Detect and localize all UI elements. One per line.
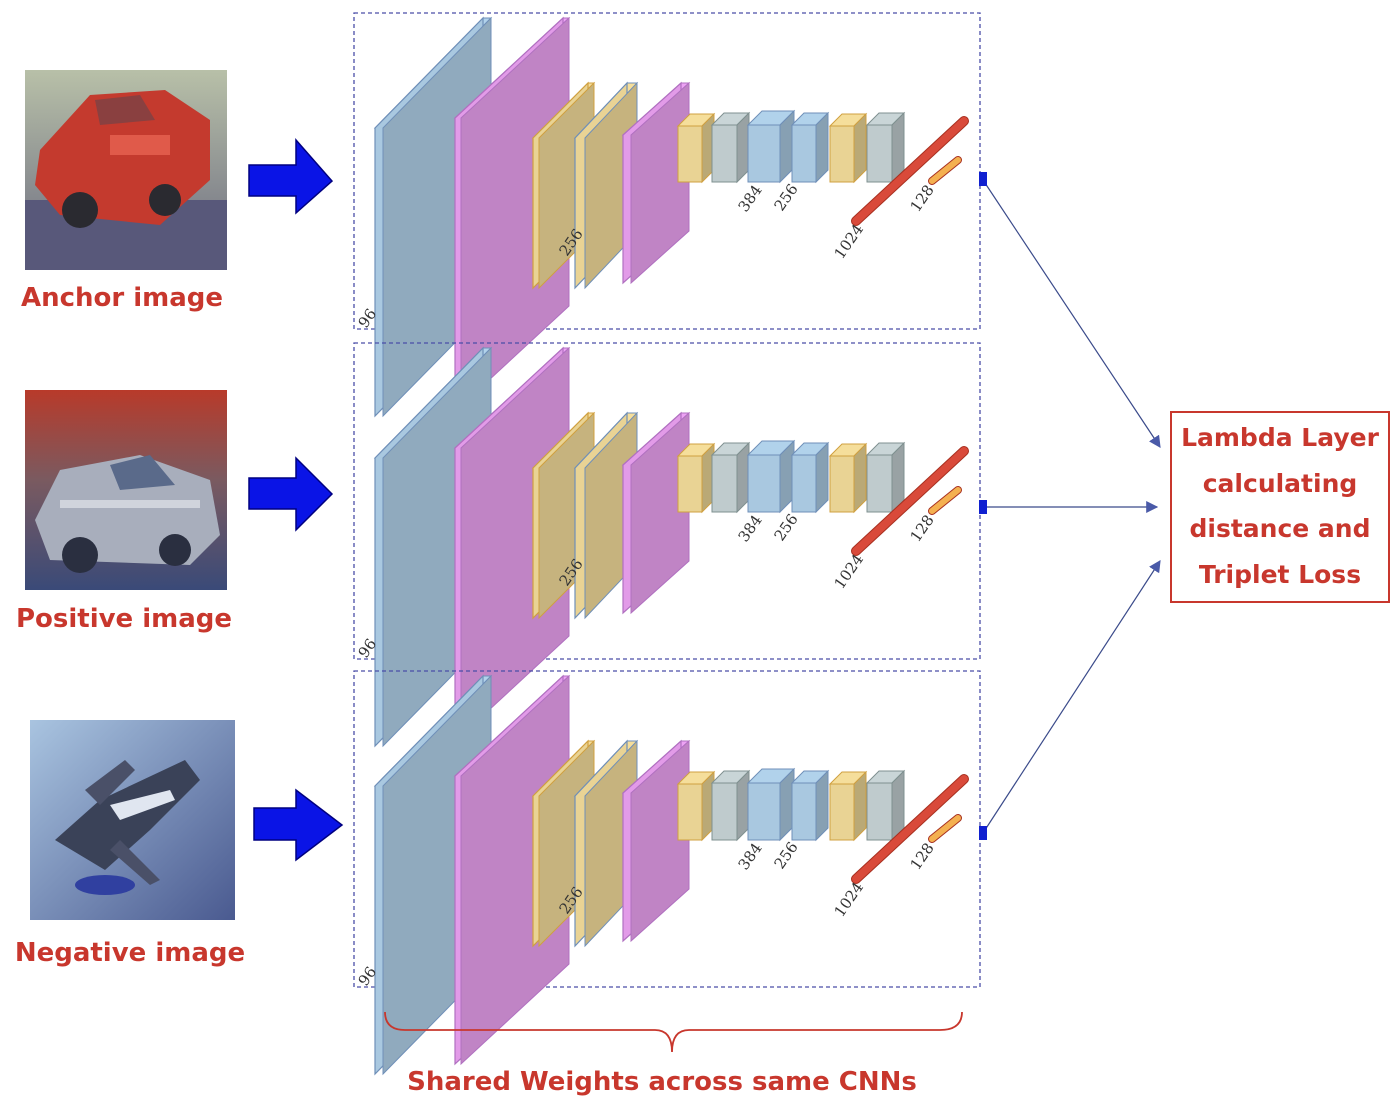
conv-layer xyxy=(746,109,796,184)
conv-layer xyxy=(790,441,830,514)
anchor-thumbnail xyxy=(25,70,227,270)
connectors xyxy=(982,179,1161,834)
pool-layer xyxy=(453,346,571,738)
anchor-label: Anchor image xyxy=(21,283,223,313)
dim-label: 384 xyxy=(735,182,766,216)
dim-label: 128 xyxy=(907,182,938,216)
dim-label: 384 xyxy=(735,840,766,874)
positive-thumbnail xyxy=(25,390,227,590)
embedding-layer xyxy=(928,486,962,515)
conv-layer xyxy=(865,769,906,842)
connector-negative xyxy=(982,559,1161,834)
norm-layer xyxy=(676,112,716,184)
conv-layer xyxy=(746,767,796,842)
positive-label: Positive image xyxy=(16,604,232,634)
dim-label: 256 xyxy=(771,511,802,545)
loss-box: Lambda Layer calculating distance and Tr… xyxy=(1170,411,1390,603)
dim-label: 256 xyxy=(771,181,802,215)
dim-label: 1024 xyxy=(831,879,868,921)
pool-layer xyxy=(621,739,691,943)
dim-label: 128 xyxy=(907,512,938,546)
pool-layer xyxy=(621,411,691,615)
output-node xyxy=(979,172,987,186)
dim-label: 1024 xyxy=(831,551,868,593)
conv-layer xyxy=(865,111,906,184)
conv-layer xyxy=(790,111,830,184)
footer-caption: Shared Weights across same CNNs xyxy=(407,1067,917,1097)
negative-label: Negative image xyxy=(15,938,245,968)
conv-layer xyxy=(790,769,830,842)
fc-layer xyxy=(851,446,969,556)
conv-layer xyxy=(746,439,796,514)
negative-thumbnail xyxy=(30,720,235,920)
dim-label: 256 xyxy=(771,839,802,873)
norm-layer xyxy=(828,770,868,842)
loss-line: calculating xyxy=(1203,469,1358,498)
dim-label: 1024 xyxy=(831,221,868,263)
loss-line: distance and xyxy=(1189,514,1370,543)
output-node xyxy=(979,826,987,840)
fc-layer xyxy=(851,116,969,226)
stack-frame xyxy=(353,12,981,330)
loss-line: Lambda Layer xyxy=(1181,423,1379,452)
arrow-right-icon xyxy=(248,456,334,532)
norm-layer xyxy=(676,442,716,514)
conv-layer xyxy=(710,111,751,184)
conv-layer xyxy=(865,441,906,514)
conv-layer xyxy=(710,769,751,842)
arrow-right-icon xyxy=(248,138,334,215)
pool-layer xyxy=(453,674,571,1066)
arrow-right-icon xyxy=(253,788,344,862)
norm-layer xyxy=(828,442,868,514)
norm-layer xyxy=(676,770,716,842)
dim-label: 128 xyxy=(907,840,938,874)
pool-layer xyxy=(453,16,571,408)
shared-weights-brace xyxy=(384,1011,963,1053)
loss-line: Triplet Loss xyxy=(1199,560,1361,589)
fc-layer xyxy=(851,774,969,884)
embedding-layer xyxy=(928,156,962,185)
dim-label: 384 xyxy=(735,512,766,546)
embedding-layer xyxy=(928,814,962,843)
connector-anchor xyxy=(982,179,1161,449)
conv-layer xyxy=(710,441,751,514)
output-node xyxy=(979,500,987,514)
pool-layer xyxy=(621,81,691,285)
norm-layer xyxy=(828,112,868,184)
